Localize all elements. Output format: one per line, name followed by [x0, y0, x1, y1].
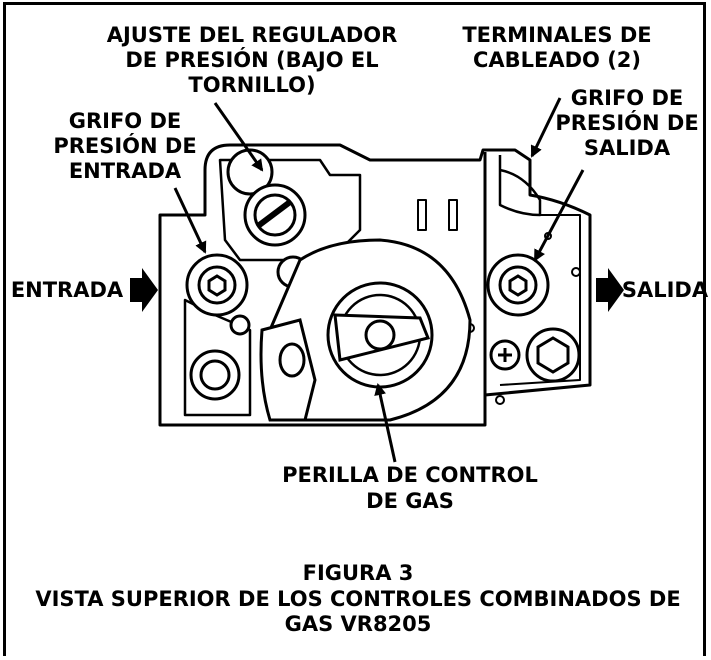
outlet-pressure-tap: [486, 253, 581, 383]
svg-text:PRESIÓN DE: PRESIÓN DE: [53, 133, 196, 158]
figure-caption: FIGURA 3 VISTA SUPERIOR DE LOS CONTROLES…: [35, 561, 680, 636]
figure-frame: [3, 2, 706, 656]
regulator-screw: [226, 148, 307, 247]
svg-text:TERMINALES DE: TERMINALES DE: [462, 23, 651, 47]
svg-text:AJUSTE DEL REGULADOR: AJUSTE DEL REGULADOR: [107, 23, 398, 47]
label-outlet-pressure-tap: GRIFO DE PRESIÓN DE SALIDA: [555, 86, 698, 160]
svg-text:DE GAS: DE GAS: [366, 489, 454, 513]
label-inlet-pressure-tap: GRIFO DE PRESIÓN DE ENTRADA: [53, 109, 196, 183]
label-gas-control-knob: PERILLA DE CONTROL DE GAS: [282, 463, 538, 513]
inlet-arrow: [130, 268, 158, 312]
figure-number: FIGURA 3: [303, 561, 414, 585]
leader-lines: [173, 97, 585, 463]
label-pressure-regulator-adjust: AJUSTE DEL REGULADOR DE PRESIÓN (BAJO EL…: [107, 23, 398, 97]
svg-text:TORNILLO): TORNILLO): [188, 73, 315, 97]
svg-text:DE PRESIÓN (BAJO EL: DE PRESIÓN (BAJO EL: [125, 47, 378, 72]
svg-text:GRIFO DE: GRIFO DE: [69, 109, 182, 133]
svg-text:PERILLA DE CONTROL: PERILLA DE CONTROL: [282, 463, 538, 487]
gas-control-knob: [259, 238, 472, 422]
svg-text:GRIFO DE: GRIFO DE: [571, 86, 684, 110]
svg-text:CABLEADO (2): CABLEADO (2): [473, 48, 641, 72]
inlet-pressure-tap: [185, 253, 310, 401]
svg-text:SALIDA: SALIDA: [584, 136, 671, 160]
label-inlet: ENTRADA: [11, 278, 124, 302]
caption-line-2: GAS VR8205: [285, 612, 432, 636]
outlet-arrow: [596, 268, 624, 312]
caption-line-1: VISTA SUPERIOR DE LOS CONTROLES COMBINAD…: [35, 587, 680, 611]
svg-text:PRESIÓN DE: PRESIÓN DE: [555, 110, 698, 135]
label-outlet: SALIDA: [622, 278, 709, 302]
label-wiring-terminals: TERMINALES DE CABLEADO (2): [462, 23, 651, 72]
svg-text:ENTRADA: ENTRADA: [69, 159, 182, 183]
